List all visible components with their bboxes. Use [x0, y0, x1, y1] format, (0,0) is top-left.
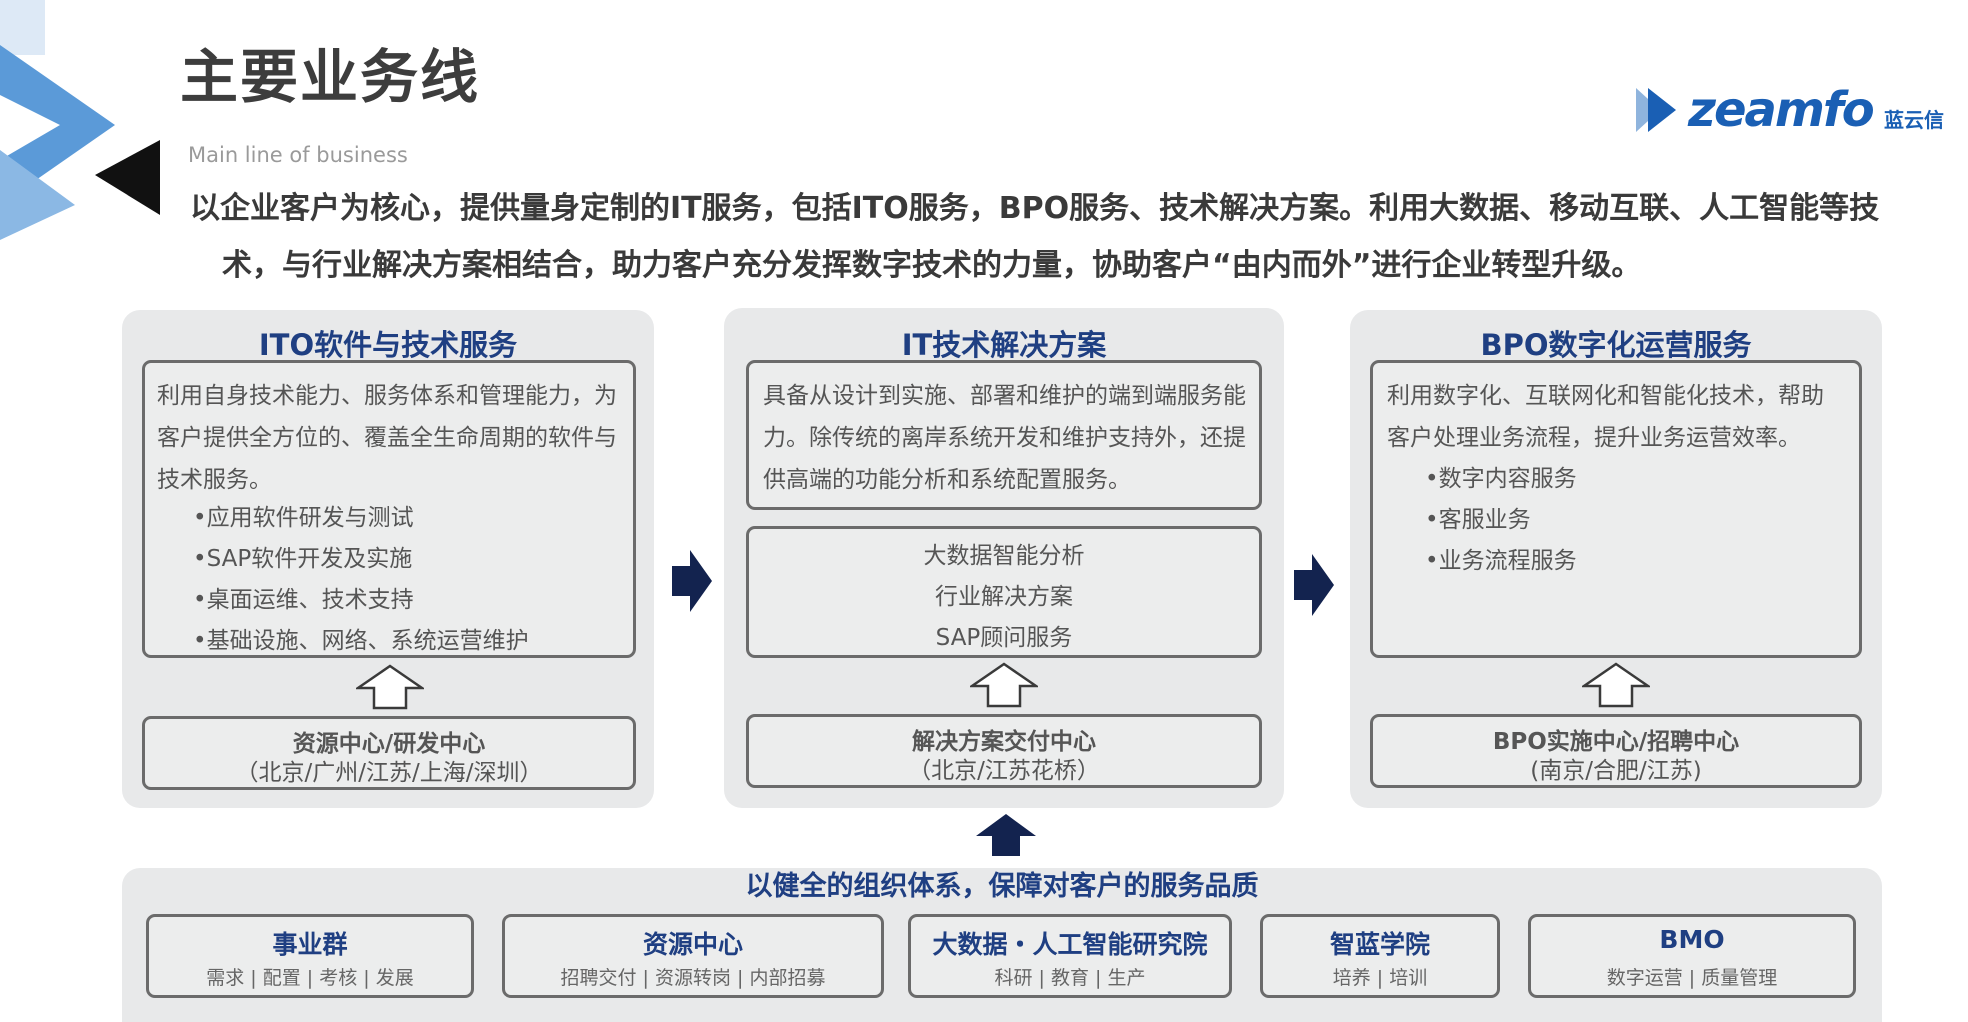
org-unit-name: BMO	[1659, 925, 1725, 954]
right-arrow-icon	[672, 550, 712, 612]
ito-desc-line-2: 客户提供全方位的、覆盖全生命周期的软件与	[157, 425, 617, 451]
ito-center-box: 资源中心/研发中心 （北京/广州/江苏/上海/深圳）	[142, 716, 636, 790]
bpo-center-box: BPO实施中心/招聘中心 (南京/合肥/江苏)	[1370, 714, 1862, 788]
up-arrow-outline-icon	[1582, 662, 1650, 708]
org-unit-functions: 科研 | 教育 | 生产	[994, 967, 1146, 989]
it-services-box: 大数据智能分析 行业解决方案 SAP顾问服务	[746, 526, 1262, 658]
org-unit-name: 事业群	[272, 930, 348, 959]
bpo-desc-line-1: 利用数字化、互联网化和智能化技术，帮助	[1387, 383, 1824, 409]
intro-line-2: 术，与行业解决方案相结合，助力客户充分发挥数字技术的力量，协助客户“由内而外”进…	[222, 248, 1642, 283]
it-service-1: 大数据智能分析	[923, 543, 1085, 569]
org-unit-functions: 数字运营 | 质量管理	[1606, 967, 1778, 989]
bpo-center-locations: (南京/合肥/江苏)	[1530, 758, 1702, 784]
org-unit-functions: 需求 | 配置 | 考核 | 发展	[206, 967, 414, 989]
panel-title: IT技术解决方案	[901, 328, 1107, 362]
ito-description-box: 利用自身技术能力、服务体系和管理能力，为 客户提供全方位的、覆盖全生命周期的软件…	[142, 360, 636, 658]
org-unit: BMO 数字运营 | 质量管理	[1528, 914, 1856, 998]
org-unit: 智蓝学院 培养 | 培训	[1260, 914, 1500, 998]
intro-paragraph: 以企业客户为核心，提供量身定制的IT服务，包括ITO服务，BPO服务、技术解决方…	[190, 180, 1950, 294]
it-desc-line-3: 供高端的功能分析和系统配置服务。	[763, 467, 1131, 493]
org-unit-name: 智蓝学院	[1329, 930, 1430, 959]
it-center-box: 解决方案交付中心 （北京/江苏花桥）	[746, 714, 1262, 788]
ito-bullet-1: •应用软件研发与测试	[193, 505, 414, 531]
it-service-2: 行业解决方案	[935, 584, 1073, 610]
page-subtitle: Main line of business	[188, 143, 408, 167]
it-desc-line-2: 力。除传统的离岸系统开发和维护支持外，还提	[763, 425, 1246, 451]
panel-title: ITO软件与技术服务	[258, 328, 518, 362]
panel-ito: ITO软件与技术服务 利用自身技术能力、服务体系和管理能力，为 客户提供全方位的…	[122, 310, 654, 808]
ito-desc-line-1: 利用自身技术能力、服务体系和管理能力，为	[157, 383, 617, 409]
it-center-locations: （北京/江苏花桥）	[908, 758, 1100, 784]
it-center-title: 解决方案交付中心	[912, 729, 1096, 755]
logo-mark-icon	[1636, 88, 1676, 132]
right-arrow-icon	[1294, 554, 1334, 616]
logo-text: zeamfo	[1688, 82, 1875, 138]
org-unit-functions: 招聘交付 | 资源转岗 | 内部招募	[560, 967, 826, 989]
up-arrow-filled-icon	[976, 814, 1036, 856]
org-unit-name: 资源中心	[642, 930, 743, 959]
org-unit: 事业群 需求 | 配置 | 考核 | 发展	[146, 914, 474, 998]
bpo-center-title: BPO实施中心/招聘中心	[1492, 729, 1740, 755]
bpo-bullet-1: •数字内容服务	[1425, 466, 1577, 492]
bpo-bullet-3: •业务流程服务	[1425, 548, 1577, 574]
org-unit-name: 大数据・人工智能研究院	[932, 930, 1208, 959]
page-title: 主要业务线	[180, 43, 481, 111]
org-unit-functions: 培养 | 培训	[1332, 967, 1428, 989]
ito-desc-line-3: 技术服务。	[157, 467, 272, 493]
panel-bpo: BPO数字化运营服务 利用数字化、互联网化和智能化技术，帮助 客户处理业务流程，…	[1350, 310, 1882, 808]
corner-decoration	[0, 0, 160, 240]
org-title: 以健全的组织体系，保障对客户的服务品质	[745, 871, 1259, 902]
it-description-box: 具备从设计到实施、部署和维护的端到端服务能 力。除传统的离岸系统开发和维护支持外…	[746, 360, 1262, 510]
it-service-3: SAP顾问服务	[935, 625, 1073, 651]
bpo-description-box: 利用数字化、互联网化和智能化技术，帮助 客户处理业务流程，提升业务运营效率。 •…	[1370, 360, 1862, 658]
ito-center-title: 资源中心/研发中心	[292, 731, 486, 757]
ito-center-locations: （北京/广州/江苏/上海/深圳）	[235, 760, 543, 786]
panel-organization: 以健全的组织体系，保障对客户的服务品质 事业群 需求 | 配置 | 考核 | 发…	[122, 868, 1882, 1022]
up-arrow-outline-icon	[970, 662, 1038, 708]
org-unit: 大数据・人工智能研究院 科研 | 教育 | 生产	[908, 914, 1232, 998]
up-arrow-outline-icon	[356, 664, 424, 710]
intro-line-1: 以企业客户为核心，提供量身定制的IT服务，包括ITO服务，BPO服务、技术解决方…	[190, 191, 1880, 226]
panel-it-solutions: IT技术解决方案 具备从设计到实施、部署和维护的端到端服务能 力。除传统的离岸系…	[724, 308, 1284, 808]
ito-bullet-3: •桌面运维、技术支持	[193, 587, 414, 613]
it-desc-line-1: 具备从设计到实施、部署和维护的端到端服务能	[763, 383, 1246, 409]
ito-bullet-2: •SAP软件开发及实施	[193, 546, 413, 572]
company-logo: zeamfo 蓝云信	[1632, 80, 1944, 140]
ito-bullet-4: •基础设施、网络、系统运营维护	[193, 628, 529, 654]
org-unit: 资源中心 招聘交付 | 资源转岗 | 内部招募	[502, 914, 884, 998]
bpo-desc-line-2: 客户处理业务流程，提升业务运营效率。	[1387, 425, 1801, 451]
bpo-bullet-2: •客服业务	[1425, 507, 1531, 533]
panel-title: BPO数字化运营服务	[1480, 328, 1752, 362]
logo-chinese: 蓝云信	[1884, 108, 1944, 132]
